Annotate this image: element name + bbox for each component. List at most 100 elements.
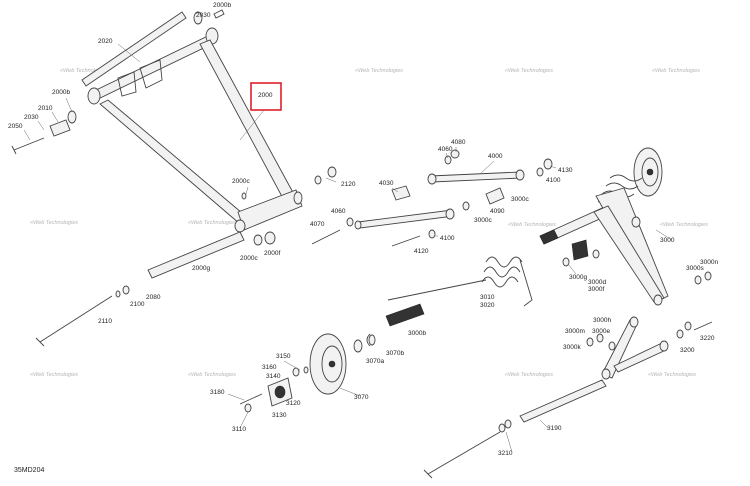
washer: [592, 249, 600, 259]
watermark: «Web Technologies: [30, 220, 78, 226]
label-3000m: 3000m: [565, 328, 585, 335]
label-2050: 2050: [8, 123, 23, 130]
watermark: «Web Technologies: [30, 372, 78, 378]
label-3160: 3160: [262, 364, 277, 371]
label-4130: 4130: [558, 167, 573, 174]
label-3120: 3120: [286, 400, 301, 407]
label-3000g: 3000g: [569, 274, 587, 281]
arm-left: [99, 99, 249, 225]
washer-4100: [536, 167, 544, 177]
threaded-end: [539, 229, 559, 245]
nut-3150: [303, 366, 309, 374]
pivot-block: [571, 239, 589, 261]
rear-arm-assembly: [423, 147, 713, 479]
washer-2100: [115, 290, 121, 298]
label-2000f: 2000f: [264, 250, 280, 257]
wheel-center: [328, 360, 336, 368]
label-2030: 2030: [24, 114, 39, 121]
label-2000: 2000: [258, 92, 273, 99]
shaft-2020: [81, 11, 187, 87]
washer-4060: [444, 155, 452, 165]
label-3000n: 3000n: [700, 259, 718, 266]
washer: [498, 423, 506, 433]
bushing-2010: [49, 119, 71, 137]
label-2000b: 2000b: [213, 2, 231, 9]
bolt-3180: [239, 393, 263, 405]
nut-4130: [543, 158, 553, 170]
label-3000f: 3000f: [588, 286, 604, 293]
bushing: [293, 191, 303, 205]
bolt-3210: [423, 431, 501, 479]
sleeve-4090: [485, 187, 505, 205]
label-3000e: 3000e: [592, 328, 610, 335]
label-4000: 4000: [488, 153, 503, 160]
label-3070a: 3070a: [366, 358, 384, 365]
label-3110: 3110: [232, 426, 246, 433]
label-3000: 3000: [660, 237, 675, 244]
pivot: [629, 316, 639, 328]
nut-4080: [450, 149, 460, 159]
label-2000c: 2000c: [240, 255, 258, 262]
washer: [684, 321, 692, 331]
highlight-box: [250, 82, 282, 111]
pin-2000c: [241, 192, 247, 200]
shaft-3190: [519, 379, 607, 423]
bracket: [117, 71, 137, 97]
small-bracket-labels: 3150 3160 3140 3120 3180 3130 3110: [210, 353, 301, 433]
label-4100: 4100: [440, 235, 455, 242]
label-2030: 2030: [196, 12, 211, 19]
washer: [608, 341, 616, 351]
label-4100: 4100: [546, 177, 561, 184]
washer-4060: [346, 217, 354, 227]
watermark: «Web Technologies: [508, 222, 556, 228]
label-3190: 3190: [547, 425, 562, 432]
washer-2080: [122, 285, 130, 295]
label-2000g: 2000g: [192, 265, 210, 272]
link-end: [515, 169, 525, 181]
label-4030: 4030: [379, 180, 394, 187]
link-labels: 4080 4060 4000 4130 4100 4030 4090 3000c…: [310, 139, 573, 255]
shaft-3000b: [385, 303, 425, 327]
watermark: «Web Technologies: [648, 372, 696, 378]
label-3000h: 3000h: [593, 317, 611, 324]
label-4060: 4060: [331, 208, 346, 215]
bushing: [234, 219, 246, 233]
watermark: «Web Technologies: [188, 372, 236, 378]
leader-lines: [23, 43, 673, 453]
clip: [366, 333, 371, 347]
rear-arm-labels: 3000 3000g 3000d 3000f 3000n 3000s 3000h…: [498, 237, 718, 457]
pivot: [659, 340, 669, 352]
label-4070: 4070: [310, 221, 325, 228]
label-3150: 3150: [276, 353, 291, 360]
label-2120: 2120: [341, 181, 356, 188]
bushing: [694, 275, 702, 285]
washer: [596, 333, 604, 343]
watermark: «Web Technologies: [652, 68, 700, 74]
label-3020: 3020: [480, 302, 495, 309]
link-end: [427, 173, 437, 185]
label-3070b: 3070b: [386, 350, 404, 357]
label-2080: 2080: [146, 294, 161, 301]
pivot: [631, 216, 641, 228]
watermark: «Web Technologies: [60, 68, 108, 74]
label-2110: 2110: [98, 318, 112, 325]
watermark: «Web Technologies: [355, 68, 403, 74]
spring-wheel-labels: 3010 3020 3000b 3070b 3070a 3070: [354, 294, 495, 401]
label-4120: 4120: [414, 248, 429, 255]
watermark: «Web Technologies: [188, 220, 236, 226]
spring-arm: [387, 259, 533, 307]
label-2000c: 2000c: [232, 178, 250, 185]
link-4000: [429, 171, 523, 183]
pivot: [653, 294, 663, 306]
washer: [676, 329, 684, 339]
pivot: [601, 368, 611, 380]
watermark: «Web Technologies: [505, 372, 553, 378]
watermark: «Web Technologies: [505, 68, 553, 74]
label-4090: 4090: [490, 208, 505, 215]
nut-2030: [213, 9, 225, 19]
small-bracket-assembly: [239, 366, 309, 413]
bolt-4070: [311, 229, 341, 245]
nut: [327, 166, 337, 178]
rear-arm-frame-2: [593, 205, 665, 303]
